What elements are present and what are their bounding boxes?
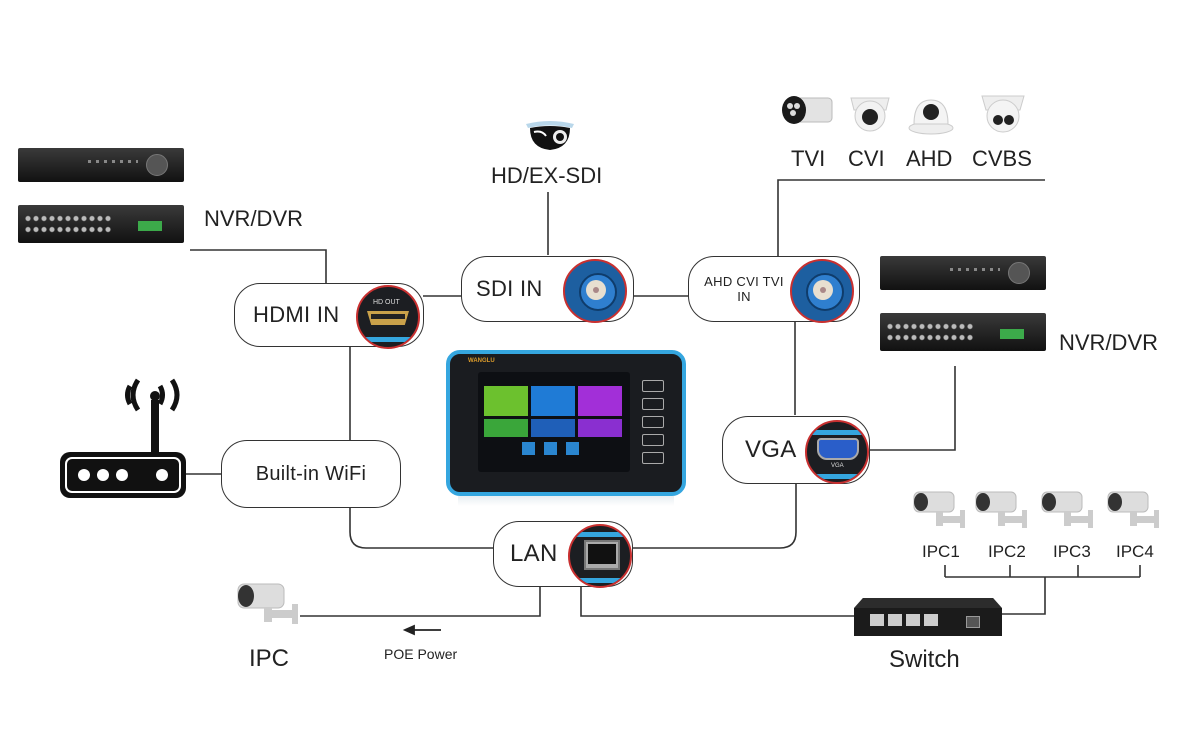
nvr-back-left: [18, 205, 184, 243]
app-tile[interactable]: [484, 419, 528, 437]
ipc3-label: IPC3: [1053, 542, 1091, 561]
camera-label-tvi: TVI: [791, 146, 826, 171]
nvr-front-left: [18, 148, 184, 182]
jog-dial-icon: [1008, 262, 1030, 284]
network-switch: [854, 598, 1002, 636]
dock-settings[interactable]: [544, 442, 557, 455]
camera-label-cvi: CVI: [848, 146, 885, 171]
hdmi-in-label: HDMI IN: [253, 302, 340, 327]
bullet-camera-icon: [782, 96, 833, 124]
wire-lan-ipc: [300, 587, 541, 617]
app-tile[interactable]: [531, 386, 575, 416]
poe-power-label: POE Power: [384, 646, 458, 662]
dome-camera-icon: [526, 121, 574, 150]
side-buttons: [642, 380, 664, 464]
wire-lan-switch: [580, 587, 856, 617]
switch-label: Switch: [889, 646, 960, 673]
wifi-router-icon: [60, 378, 186, 498]
light-button[interactable]: [642, 452, 664, 464]
back-button[interactable]: [642, 416, 664, 428]
wifi-label: Built-in WiFi: [255, 462, 367, 485]
dome-camera-icon: [850, 97, 890, 132]
bullet-camera-icon: [237, 583, 298, 624]
bullet-camera-icon: [1041, 491, 1093, 528]
ipc-label: IPC: [249, 645, 290, 672]
home-button[interactable]: [642, 380, 664, 392]
ipc-camera: [236, 580, 302, 630]
wire-analog-ahd: [777, 179, 1045, 256]
turret-camera-icon: [981, 95, 1025, 133]
bnc-port-icon: [790, 259, 854, 323]
nvr-dvr-left-label: NVR/DVR: [204, 206, 304, 231]
app-tile[interactable]: [531, 419, 575, 437]
hd-sdi-label: HD/EX-SDI: [491, 163, 603, 188]
analog-camera-row: [778, 90, 1048, 138]
hdmi-port-icon: HD OUT: [356, 285, 420, 349]
rj45-port-icon: [906, 614, 920, 626]
device-brand: WANGLU: [468, 358, 495, 364]
terminal-block-icon: [1000, 329, 1024, 339]
app-tile[interactable]: [578, 419, 622, 437]
rj45-port-icon: [870, 614, 884, 626]
jog-dial-icon: [146, 154, 168, 176]
wire-wifi-lan: [349, 508, 493, 549]
nvr-back-right: [880, 313, 1046, 351]
dock-tools[interactable]: [566, 442, 579, 455]
bnc-port-icon: [563, 259, 627, 323]
nvr-dvr-right-label: NVR/DVR: [1059, 330, 1159, 355]
terminal-block-icon: [138, 221, 162, 231]
vga-label: VGA: [745, 436, 797, 463]
app-tile[interactable]: [484, 386, 528, 416]
nvr-front-right: [880, 256, 1046, 290]
camera-label-cvbs: CVBS: [972, 146, 1032, 171]
tester-device: WANGLU: [446, 350, 686, 508]
ipc4-label: IPC4: [1116, 542, 1154, 561]
bullet-camera-icon: [913, 491, 965, 528]
lan-label: LAN: [510, 540, 558, 567]
wire-nvr-hdmi: [190, 249, 327, 283]
wire-nvr-vga: [870, 366, 956, 451]
built-in-wifi[interactable]: Built-in WiFi: [221, 440, 401, 508]
wire-switch-ipcs: [1000, 577, 1046, 615]
rj45-port-icon: [568, 524, 632, 588]
dock-files[interactable]: [522, 442, 535, 455]
ipc-group-cameras: [912, 488, 1162, 538]
sdi-in-label: SDI IN: [476, 276, 543, 301]
camera-label-ahd: AHD: [906, 146, 953, 171]
hd-sdi-camera: [522, 118, 578, 154]
ipc1-label: IPC1: [922, 542, 960, 561]
device-screen: [478, 372, 630, 472]
rj45-port-icon: [924, 614, 938, 626]
ahd-in-label: AHD CVI TVI IN: [704, 274, 784, 304]
wire-vga-lan: [633, 484, 797, 549]
bullet-camera-icon: [975, 491, 1027, 528]
vga-port-icon: VGA: [805, 420, 869, 484]
wire-ipc-bus: [944, 565, 1141, 578]
app-tile[interactable]: [578, 386, 622, 416]
wifi-router: [58, 370, 188, 500]
ipc2-label: IPC2: [988, 542, 1026, 561]
enter-button[interactable]: [642, 398, 664, 410]
zoom-button[interactable]: [642, 434, 664, 446]
dome-camera-icon: [908, 99, 954, 135]
rj45-port-icon: [888, 614, 902, 626]
poe-arrow: [402, 624, 441, 636]
sfp-port-icon: [966, 616, 980, 628]
bullet-camera-icon: [1107, 491, 1159, 528]
